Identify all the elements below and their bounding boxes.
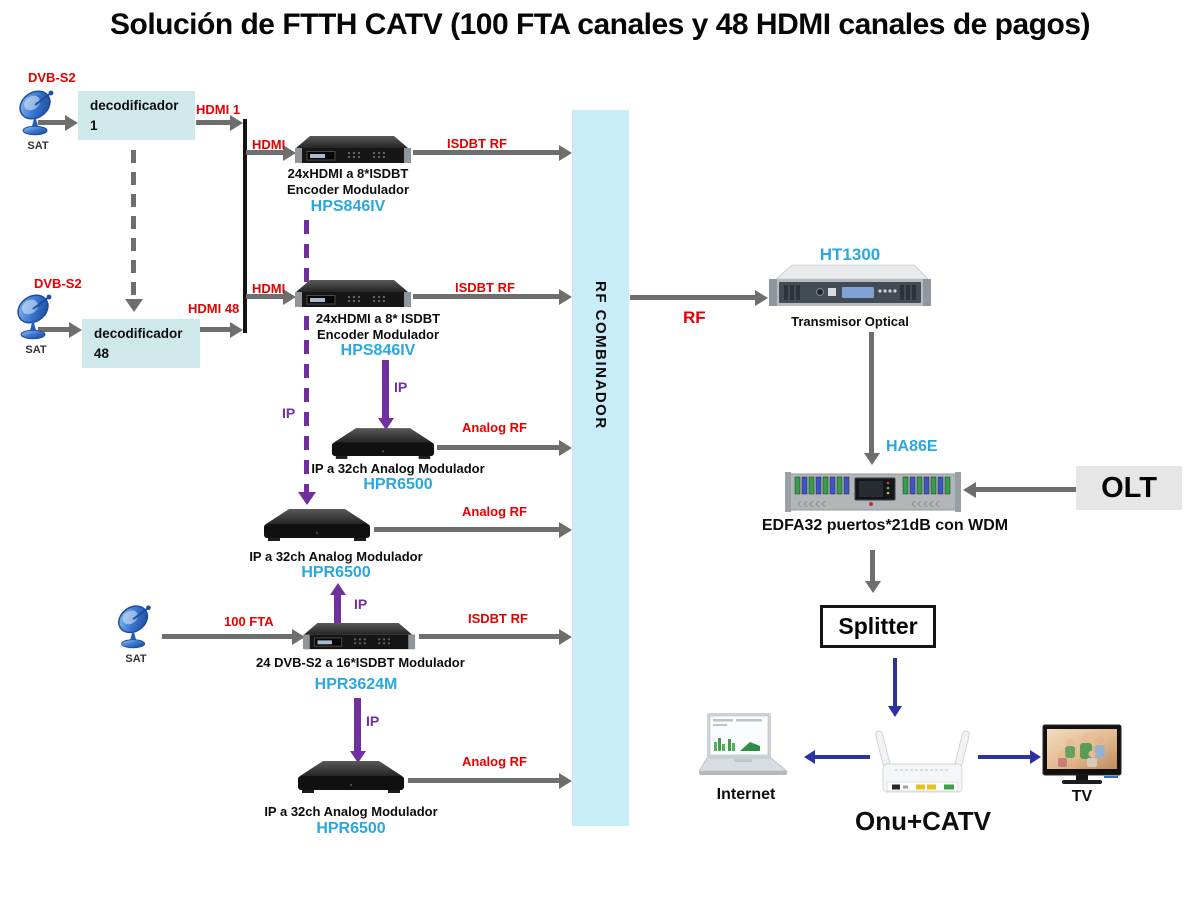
hdmi-junction-line bbox=[243, 119, 247, 333]
encoder2-model: HPS846IV bbox=[340, 342, 416, 359]
arrow-encoder1-to-combiner bbox=[413, 150, 559, 155]
isdbt-rf-label-2: ISDBT RF bbox=[455, 280, 515, 295]
edfa-model: HA86E bbox=[886, 438, 938, 455]
tv-label: TV bbox=[1071, 788, 1093, 805]
sat2-label: SAT bbox=[25, 344, 47, 356]
arrow-olt-to-edfa bbox=[976, 487, 1076, 492]
analog-modulator3-icon bbox=[298, 761, 404, 793]
edfa-desc: EDFA32 puertos*21dB con WDM bbox=[761, 517, 1009, 534]
dvbs2-label-1: DVB-S2 bbox=[28, 70, 76, 85]
rf-label: RF bbox=[683, 308, 706, 327]
internet-label: Internet bbox=[716, 786, 776, 803]
sat3-label: SAT bbox=[125, 653, 147, 665]
onu-label: Onu+CATV bbox=[854, 806, 992, 836]
arrow-transmitter-to-edfa bbox=[869, 332, 874, 453]
ip-arrow-isdbtmod-to-analogmod3 bbox=[354, 698, 361, 751]
sat1-label: SAT bbox=[27, 140, 49, 152]
olt-label: OLT bbox=[1101, 471, 1157, 504]
arrow-decoder1-to-junction bbox=[196, 120, 230, 125]
page-title: Solución de FTTH CATV (100 FTA canales y… bbox=[109, 8, 1091, 41]
arrow-encoder2-to-combiner bbox=[413, 294, 559, 299]
encoder1-model: HPS846IV bbox=[310, 198, 386, 215]
analog-mod2-model: HPR6500 bbox=[301, 564, 371, 581]
rf-combiner-label: RF COMBINADOR bbox=[592, 280, 609, 430]
analog-rf-label-2: Analog RF bbox=[462, 504, 527, 519]
arrow-analogmod3-to-combiner bbox=[408, 778, 559, 783]
arrow-combiner-to-transmitter bbox=[630, 295, 755, 300]
isdbt-rf-label-1: ISDBT RF bbox=[447, 136, 507, 151]
arrow-junction-to-encoder1 bbox=[246, 150, 283, 155]
arrow-sat1-to-decoder1 bbox=[38, 120, 65, 125]
analog-rf-label-1: Analog RF bbox=[462, 420, 527, 435]
arrow-edfa-to-splitter bbox=[870, 550, 875, 581]
dashed-arrow-decoder1-to-decoder48 bbox=[131, 150, 136, 299]
hdmi-label-1: HDMI bbox=[252, 137, 286, 152]
laptop-icon bbox=[698, 712, 788, 776]
satellite-dish-icon bbox=[12, 290, 55, 340]
analog-mod2-desc: IP a 32ch Analog Modulador bbox=[249, 549, 423, 564]
encoder2-desc-line2: Encoder Modulador bbox=[316, 327, 440, 342]
arrow-junction-to-encoder2 bbox=[246, 294, 283, 299]
transmitter-model: HT1300 bbox=[819, 245, 881, 264]
arrow-sat3-to-isdbtmod bbox=[162, 634, 292, 639]
arrow-decoder48-to-junction bbox=[200, 327, 230, 332]
hdmi1-label: HDMI 1 bbox=[196, 102, 241, 117]
decoder48-name: decodificador bbox=[94, 326, 183, 341]
ip-label-2: IP bbox=[282, 405, 296, 421]
fta100-label: 100 FTA bbox=[224, 614, 274, 629]
optical-transmitter-icon bbox=[768, 264, 932, 307]
ip-label-4: IP bbox=[366, 713, 380, 729]
decoder1-number: 1 bbox=[90, 117, 98, 133]
tv-icon bbox=[1042, 724, 1122, 785]
splitter-label: Splitter bbox=[838, 613, 918, 639]
encoder2-desc-line1: 24xHDMI a 8* ISDBT bbox=[315, 311, 441, 326]
decoder48-number: 48 bbox=[94, 345, 110, 361]
dashed-ip-encoder1-to-analogmod2 bbox=[304, 220, 309, 492]
encoder1-rack-icon bbox=[294, 135, 412, 164]
encoder1-desc-line2: Encoder Modulador bbox=[286, 182, 410, 197]
analog-rf-label-3: Analog RF bbox=[462, 754, 527, 769]
analog-mod1-desc: IP a 32ch Analog Modulador bbox=[311, 461, 485, 476]
olt-box: OLT bbox=[1076, 466, 1182, 510]
decoder48-box: decodificador 48 bbox=[82, 319, 200, 368]
encoder2-rack-icon bbox=[294, 279, 412, 308]
decoder1-name: decodificador bbox=[90, 98, 179, 113]
ip-arrow-isdbtmod-to-analogmod2 bbox=[334, 595, 341, 627]
satellite-dish-icon bbox=[113, 601, 154, 649]
arrow-splitter-to-onu bbox=[893, 658, 897, 706]
arrow-analogmod2-to-combiner bbox=[374, 527, 559, 532]
analog-modulator2-icon bbox=[264, 509, 370, 541]
decoder1-box: decodificador 1 bbox=[78, 91, 195, 140]
dvbs2-label-2: DVB-S2 bbox=[34, 276, 82, 291]
isdbt-mod-model: HPR3624M bbox=[314, 676, 398, 693]
onu-router-icon bbox=[874, 729, 971, 793]
hdmi48-label: HDMI 48 bbox=[188, 301, 240, 316]
analog-modulator1-icon bbox=[331, 428, 435, 459]
ip-arrow-encoder2-to-analogmod1 bbox=[382, 360, 389, 418]
ip-label-1: IP bbox=[394, 379, 408, 395]
isdbt-rf-label-3: ISDBT RF bbox=[468, 611, 528, 626]
arrow-onu-to-tv bbox=[978, 755, 1030, 759]
isdbt-mod-desc: 24 DVB-S2 a 16*ISDBT Modulador bbox=[256, 655, 465, 670]
transmitter-desc: Transmisor Optical bbox=[791, 314, 909, 329]
rf-combiner: RF COMBINADOR bbox=[572, 110, 629, 826]
arrow-onu-to-internet bbox=[815, 755, 870, 759]
isdbt-modulator-rack-icon bbox=[302, 622, 416, 650]
analog-mod3-model: HPR6500 bbox=[316, 820, 386, 837]
arrow-sat2-to-decoder48 bbox=[38, 327, 69, 332]
arrow-analogmod1-to-combiner bbox=[437, 445, 559, 450]
satellite-dish-icon bbox=[14, 86, 57, 136]
analog-mod3-desc: IP a 32ch Analog Modulador bbox=[264, 804, 438, 819]
hdmi-label-2: HDMI bbox=[252, 281, 286, 296]
ip-label-3: IP bbox=[354, 596, 368, 612]
encoder1-desc-line1: 24xHDMI a 8*ISDBT bbox=[287, 166, 409, 181]
arrow-isdbtmod-to-combiner bbox=[419, 634, 559, 639]
analog-mod1-model: HPR6500 bbox=[363, 476, 433, 493]
splitter-box: Splitter bbox=[820, 605, 936, 648]
edfa-icon bbox=[785, 471, 961, 513]
